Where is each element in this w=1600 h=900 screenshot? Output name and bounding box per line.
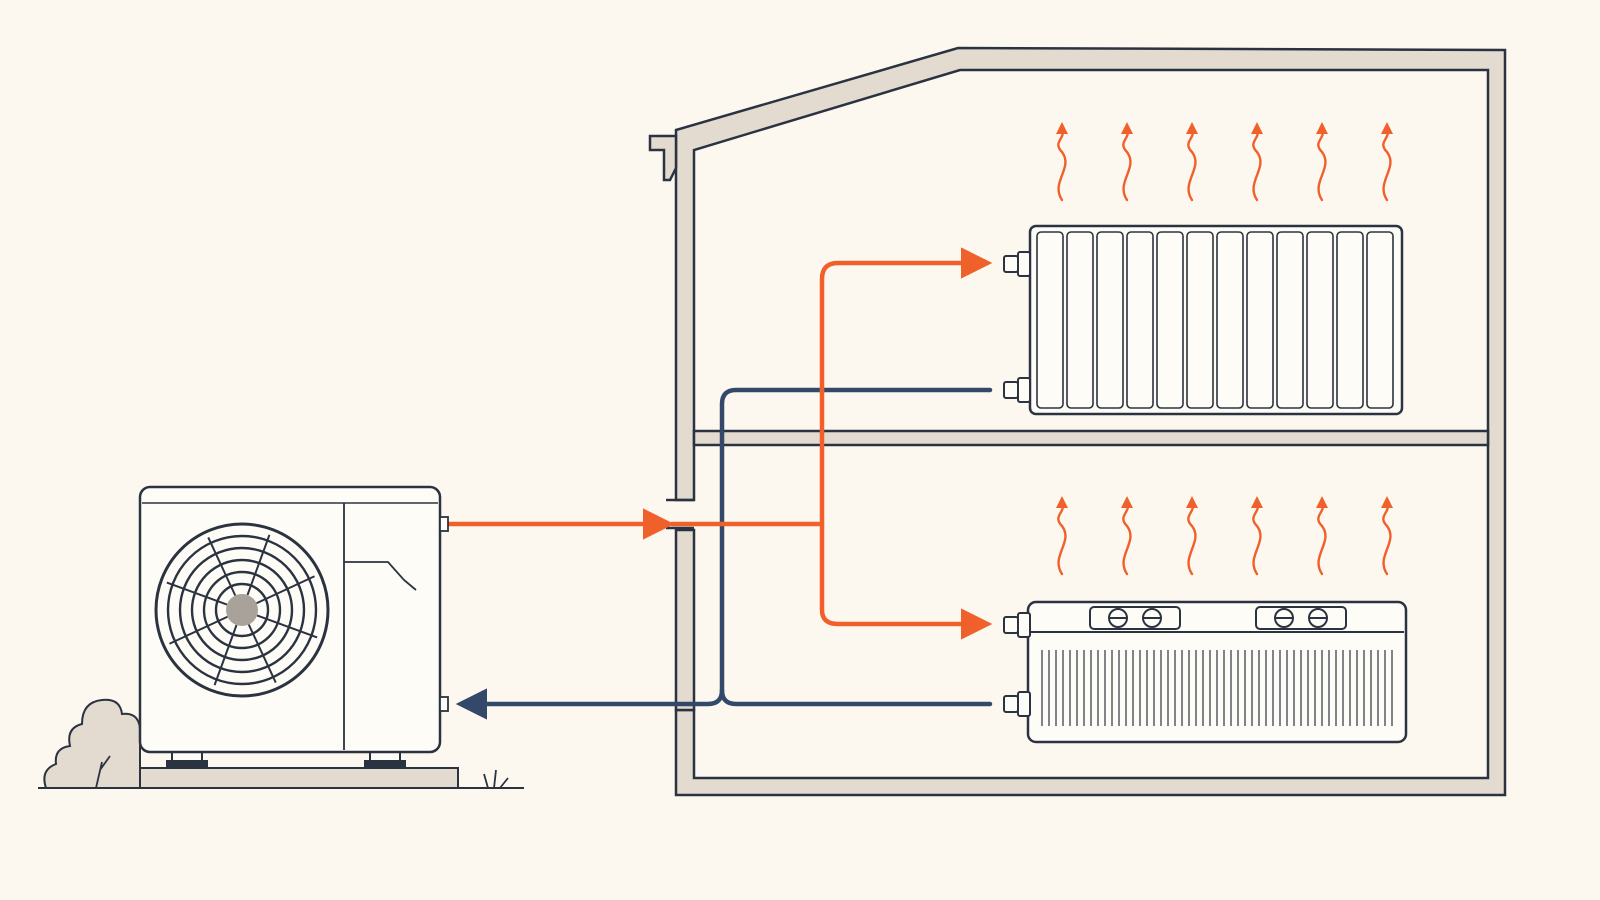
fan-grille-ring [166, 534, 318, 686]
fan-grille-ring [202, 570, 282, 650]
shrub-icon [43, 698, 141, 789]
fan-spoke [207, 537, 237, 596]
heat-wave-icon [1251, 496, 1263, 576]
fan-grille-rings [166, 534, 318, 686]
convector-fan-left [1089, 606, 1181, 630]
heat-wave-icon [1316, 122, 1328, 202]
wall-lower-segment [674, 528, 696, 712]
heat-pump-outdoor-unit-icon [38, 485, 524, 789]
radiator-column [1276, 231, 1304, 409]
floor-slab [692, 429, 1490, 447]
radiator-column [1126, 231, 1154, 409]
radiator-column [1036, 231, 1064, 409]
heat-wave-icon [1121, 496, 1133, 576]
grass-tuft-icon [483, 769, 509, 789]
flow-pipe [669, 263, 986, 527]
heat-waves-upper [1056, 122, 1393, 202]
convector-grille [1041, 650, 1393, 726]
fan-hub [226, 594, 258, 626]
radiator-column [1306, 231, 1334, 409]
heat-wave-icon [1251, 122, 1263, 202]
radiator-flow-valve [1003, 251, 1031, 277]
convector-return-valve [1003, 691, 1031, 717]
heat-wave-icon [1186, 496, 1198, 576]
convector-flow-valve [1003, 612, 1031, 638]
fan-spoke [246, 534, 271, 596]
convector-fan-right [1255, 606, 1347, 630]
return-pipe [719, 387, 993, 707]
pipework [433, 263, 993, 720]
heat-wave-icon [1381, 496, 1393, 576]
panel-radiator-icon [1003, 224, 1404, 416]
unit-feet [166, 751, 406, 768]
fan-icon [154, 522, 330, 698]
fan-convector-icon [1003, 600, 1408, 744]
heat-wave-icon [1316, 496, 1328, 576]
radiator-column [1096, 231, 1124, 409]
fan-grille-ring [214, 582, 270, 638]
house [648, 46, 1507, 797]
radiator-column [1156, 231, 1184, 409]
fan-spoke [256, 575, 315, 605]
radiator-column [1336, 231, 1364, 409]
radiator-column [1186, 231, 1214, 409]
fan-spoke [169, 615, 228, 645]
radiator-column [1216, 231, 1244, 409]
return-pipe-to-outdoor-unit [455, 687, 725, 720]
heat-wave-icon [1056, 496, 1068, 576]
fan-grille-spokes [166, 534, 318, 686]
radiator-return-valve [1003, 377, 1031, 403]
concrete-pad [121, 767, 459, 789]
outdoor-unit-pipe-stubs [439, 516, 449, 712]
fan-grille-ring [190, 558, 294, 662]
roof-gutter [648, 134, 678, 182]
heat-waves-lower [1056, 496, 1393, 576]
heat-wave-icon [1381, 122, 1393, 202]
fan-spoke [213, 624, 238, 686]
radiator-columns [1036, 231, 1394, 409]
radiator-column [1066, 231, 1094, 409]
fan-spoke [247, 624, 277, 683]
fan-grille-ring [178, 546, 306, 674]
heat-wave-icon [1056, 122, 1068, 202]
flow-pipe-lower-branch [819, 521, 993, 640]
fan-spoke [256, 614, 318, 639]
house-walls [674, 46, 1507, 797]
fan-spoke [166, 581, 228, 606]
radiator-column [1246, 231, 1274, 409]
radiator-column [1366, 231, 1394, 409]
heat-wave-icon [1121, 122, 1133, 202]
heat-wave-icon [1186, 122, 1198, 202]
service-panel [343, 503, 417, 750]
